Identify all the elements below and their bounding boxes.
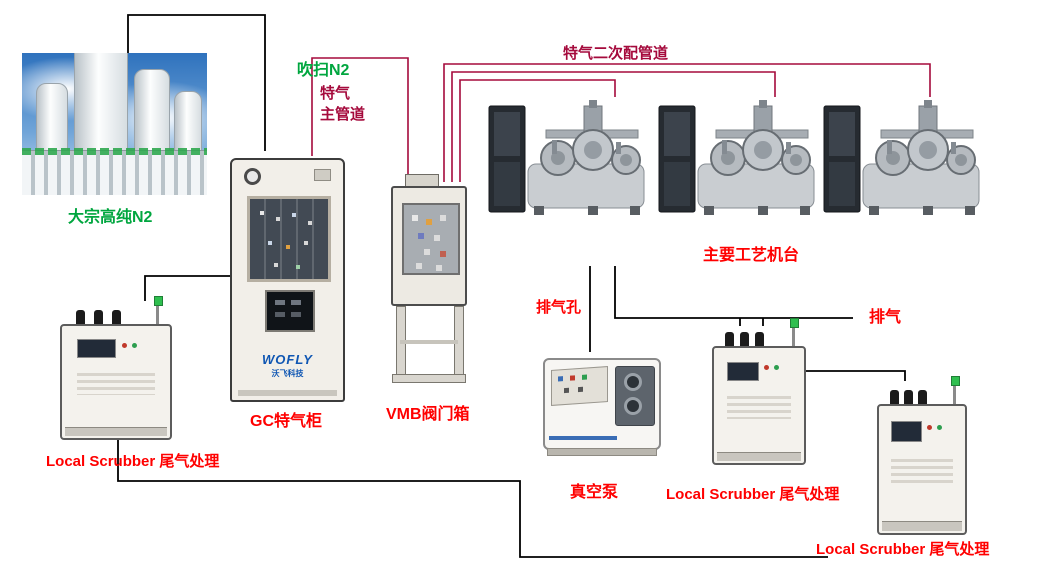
- gas-panel-window: [247, 196, 331, 282]
- main-gas-label-line2: 主管道: [320, 106, 366, 123]
- pump-port: [624, 397, 642, 415]
- scrubber-left-label: Local Scrubber 尾气处理: [46, 453, 220, 470]
- valve-stub: [904, 390, 913, 407]
- signal-light: [789, 318, 799, 349]
- signal-light: [951, 376, 961, 407]
- valve-window: [402, 203, 460, 275]
- valve-stub: [93, 310, 103, 327]
- scrubber-right-label: Local Scrubber 尾气处理: [816, 541, 990, 558]
- scrubber-cabinet: [60, 324, 172, 440]
- wofly-logo-cn: 沃飞科技: [271, 369, 304, 378]
- n2-tank: [36, 83, 68, 157]
- process-tool-2: [658, 100, 818, 218]
- pump-accent-stripe: [549, 436, 617, 440]
- scrubber-cabinet: [712, 346, 806, 465]
- bottom-exhaust-line: [117, 440, 828, 558]
- vacuum-pump-label: 真空泵: [570, 484, 619, 501]
- scrubber-display: [77, 339, 116, 359]
- valve-stub: [889, 390, 899, 407]
- cabinet-vent: [314, 169, 331, 181]
- signal-light: [153, 296, 163, 327]
- scrubber-base: [65, 427, 167, 436]
- main-gas-label-line1: 特气: [320, 85, 351, 102]
- vent-hole-label: 排气孔: [536, 299, 582, 316]
- scrubber-display: [891, 421, 923, 443]
- pump-base: [547, 448, 657, 456]
- exhaust-label: 排气: [869, 309, 902, 326]
- valve-stub: [740, 332, 750, 349]
- pump-control-panel: [551, 366, 608, 406]
- purge-n2-line: [127, 14, 266, 151]
- gc-gas-cabinet: WOFLY 沃飞科技: [230, 158, 345, 402]
- secondary-gas-line-2: [451, 71, 776, 182]
- scrubber-buttons: [764, 365, 770, 371]
- scrubber-buttons: [927, 425, 933, 431]
- vmb-valve-box: [390, 174, 470, 386]
- gc-cabinet-label: GC特气柜: [250, 413, 323, 430]
- vmb-cabinet: [391, 186, 467, 306]
- scrubber-display: [726, 361, 760, 382]
- secondary-gas-line-3: [443, 63, 931, 182]
- process-tool-1: [488, 100, 648, 218]
- n2-tank: [74, 53, 128, 157]
- valve-stub: [75, 310, 85, 327]
- process-tools-label: 主要工艺机台: [703, 247, 800, 264]
- scrubber-vents: [726, 396, 792, 420]
- process-tool-graphic: [488, 100, 645, 215]
- secondary-gas-label: 特气二次配管道: [563, 45, 669, 62]
- valve-stub: [725, 332, 735, 349]
- local-scrubber-middle: [712, 318, 806, 465]
- cabinet-base: [238, 390, 337, 396]
- valve-stub: [111, 310, 121, 327]
- pump-port: [624, 373, 642, 391]
- process-tool-graphic: [658, 100, 815, 215]
- bulk-n2-label: 大宗高纯N2: [68, 209, 153, 226]
- vacuum-pump: [543, 358, 661, 456]
- process-tool-graphic: [823, 100, 980, 215]
- wofly-logo: WOFLY: [262, 352, 313, 367]
- gauge-icon: [244, 168, 261, 185]
- valve-stub: [755, 332, 765, 349]
- vmb-base: [392, 374, 466, 383]
- purge-n2-label: 吹扫N2: [297, 62, 350, 79]
- scrubber-buttons: [122, 342, 128, 348]
- controller-display: [265, 290, 315, 332]
- n2-tank: [134, 69, 170, 157]
- vmb-shelf: [400, 340, 458, 344]
- scrubber-base: [716, 451, 802, 461]
- n2-cylinder-row: [22, 150, 207, 195]
- scrubber-right-feed-line: [806, 370, 906, 381]
- gc-to-scrubber-line: [144, 275, 230, 301]
- main-gas-line: [311, 57, 409, 174]
- n2-cylinder-caps: [22, 148, 207, 155]
- scrubber-cabinet: [877, 404, 967, 535]
- local-scrubber-left: [60, 296, 172, 440]
- process-tool-3: [823, 100, 983, 218]
- scrubber-base: [881, 521, 963, 531]
- pump-port-panel: [615, 366, 655, 426]
- exhaust-main-line: [614, 266, 853, 319]
- main-gas-label: 特气 主管道: [320, 82, 365, 124]
- secondary-gas-line-1: [459, 79, 616, 182]
- scrubber-middle-label: Local Scrubber 尾气处理: [666, 486, 840, 503]
- vmb-label: VMB阀门箱: [386, 406, 470, 423]
- scrubber-vents: [77, 373, 155, 396]
- bulk-n2-photo: [22, 53, 207, 195]
- valve-stub: [918, 390, 928, 407]
- local-scrubber-right: [877, 376, 967, 535]
- scrubber-vents: [891, 459, 953, 485]
